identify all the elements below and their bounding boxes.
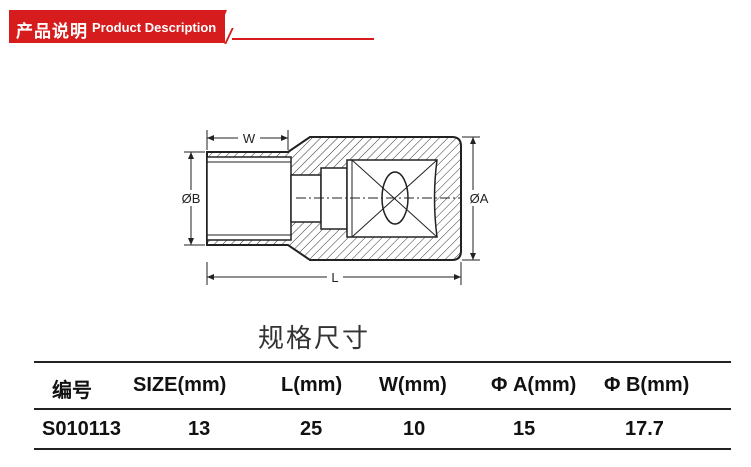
header-underline: [232, 38, 374, 40]
header-cell-a: Φ A(mm): [491, 374, 577, 396]
row-cell-l: 25: [300, 418, 323, 440]
label-b: ØB: [182, 191, 201, 206]
hex-bore: [206, 156, 292, 241]
header-cell-code: 编号: [52, 380, 92, 402]
table-rule-mid: [34, 408, 731, 410]
row-cell-code: S010113: [42, 418, 121, 440]
label-w: W: [243, 131, 256, 146]
row-cell-b: 17.7: [625, 418, 664, 440]
socket-cross-section-diagram: W ØB ØA L: [179, 130, 492, 285]
row-cell-w: 10: [403, 418, 426, 440]
table-rule-top: [34, 361, 731, 363]
header-cell-l: L(mm): [281, 374, 343, 396]
label-a: ØA: [470, 191, 489, 206]
header-banner-cut: [213, 10, 227, 43]
header-title-en: Product Description: [92, 20, 217, 35]
row-cell-size: 13: [188, 418, 211, 440]
label-l: L: [331, 270, 338, 285]
header-cell-b: Φ B(mm): [604, 374, 690, 396]
header-banner: [9, 10, 225, 43]
header-title-cn: 产品说明: [16, 22, 88, 41]
header-cell-w: W(mm): [379, 374, 447, 396]
table-rule-bottom: [34, 448, 731, 450]
header-cell-size: SIZE(mm): [133, 374, 227, 396]
spec-table-title: 规格尺寸: [258, 324, 371, 354]
row-cell-a: 15: [513, 418, 536, 440]
